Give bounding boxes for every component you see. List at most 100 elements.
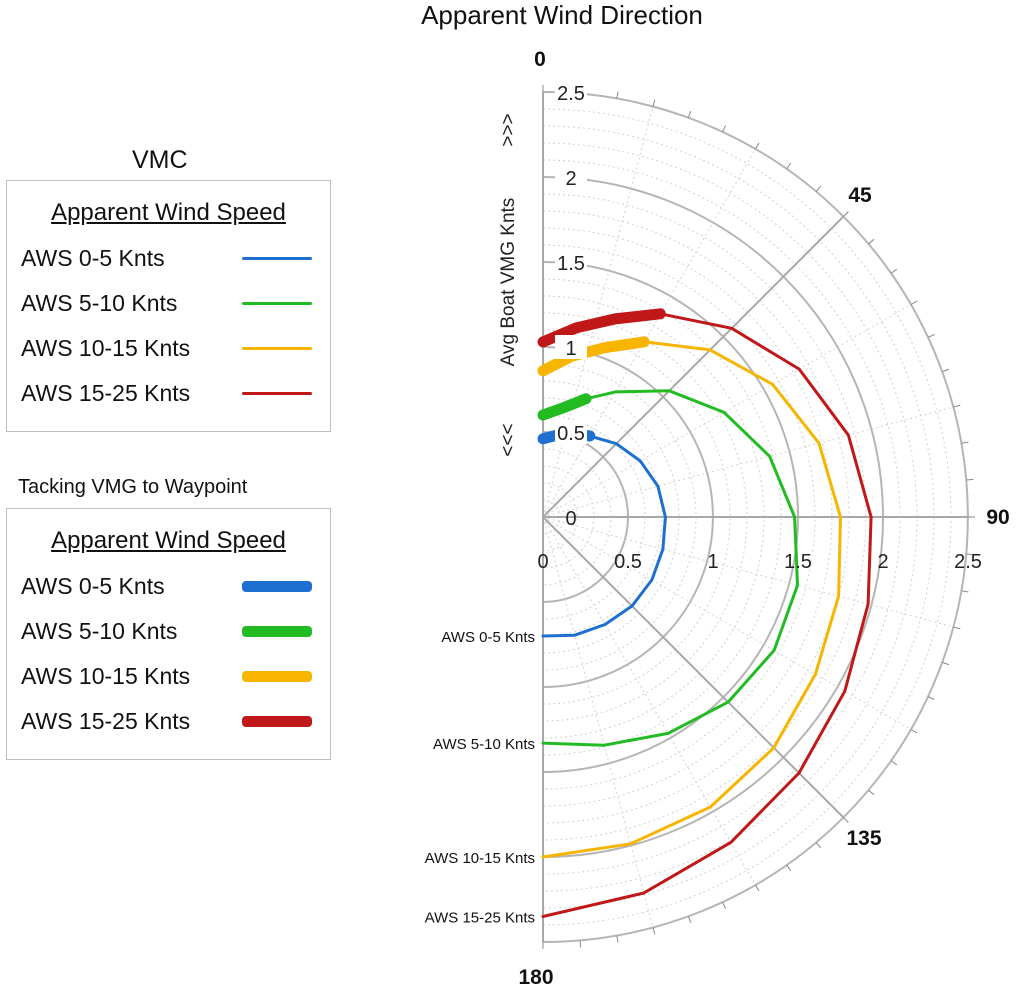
angle-tick-mark <box>616 91 619 99</box>
angle-tick-mark <box>966 478 974 481</box>
legend-item-label: AWS 10-15 Knts <box>21 335 191 361</box>
x-tick-label: 2.5 <box>954 551 982 573</box>
series-layer <box>537 308 873 918</box>
legend-item: AWS 5-10 Knts <box>21 288 316 318</box>
label-layer: Apparent Wind Direction AWS 0-5 KntsAWS … <box>421 0 1010 989</box>
grid-ring-minor <box>542 278 782 756</box>
legend-item: AWS 15-25 Knts <box>21 378 316 408</box>
angle-tick-mark <box>910 300 918 305</box>
tacking-segment-3 <box>537 308 666 348</box>
x-tick-label: 1 <box>707 551 718 573</box>
tacking-legend-caption: Tacking VMG to Waypoint <box>18 476 248 498</box>
radial-tick-bg <box>555 80 587 104</box>
grid-spoke-minor <box>542 516 654 928</box>
legend-item-label: AWS 0-5 Knts <box>21 245 165 271</box>
legend-swatch <box>242 257 312 260</box>
angle-tick-mark <box>687 916 692 924</box>
angle-tick-mark <box>868 789 875 796</box>
curve-label-3: AWS 15-25 Knts <box>425 910 535 927</box>
angle-tick-mark <box>652 927 656 935</box>
legend-swatch <box>242 626 312 637</box>
angle-tick-mark <box>910 729 918 734</box>
radial-tick-bg <box>555 335 587 359</box>
x-tick-label: 1.5 <box>784 551 812 573</box>
x-tick-label: 2 <box>877 551 888 573</box>
angle-label: 135 <box>846 827 881 850</box>
angle-tick-mark <box>961 590 969 593</box>
angle-label: 45 <box>848 184 872 207</box>
curve-label-0: AWS 0-5 Knts <box>441 629 535 646</box>
angle-tick-mark <box>890 268 898 274</box>
legend-item: AWS 5-10 Knts <box>21 616 316 646</box>
curve-label-2: AWS 10-15 Knts <box>425 850 535 867</box>
legend-swatch <box>242 581 312 592</box>
legend-item: AWS 0-5 Knts <box>21 243 316 273</box>
grid-spoke-minor <box>542 516 912 730</box>
angle-tick-mark <box>843 211 849 217</box>
legend-item-label: AWS 10-15 Knts <box>21 663 191 689</box>
grid-spoke-major <box>542 215 845 518</box>
radial-tick-label: 1.5 <box>557 253 585 275</box>
tacking-segment-2 <box>537 336 650 377</box>
radial-tick-label: 2.5 <box>557 83 585 105</box>
chart-title: Apparent Wind Direction <box>421 0 703 30</box>
angle-label: 90 <box>986 506 1009 529</box>
angle-tick-mark <box>722 125 727 133</box>
legend-item: AWS 10-15 Knts <box>21 333 316 363</box>
radial-arrow-down: <<< <box>498 423 519 456</box>
legend-item: AWS 10-15 Knts <box>21 661 316 691</box>
angle-tick-mark <box>722 901 727 909</box>
vmc-legend-caption: VMC <box>132 146 188 174</box>
angle-tick-mark <box>652 99 656 107</box>
legend-item: AWS 0-5 Knts <box>21 571 316 601</box>
radial-axis-title-group: Avg Boat VMG Knts >>> <<< <box>498 113 519 456</box>
angle-tick-mark <box>579 940 582 948</box>
grid-ring-minor <box>542 414 646 620</box>
legend-item-label: AWS 0-5 Knts <box>21 573 165 599</box>
grid-spoke-minor <box>542 516 954 628</box>
angle-tick-mark <box>961 441 969 444</box>
x-tick-label: 0.5 <box>614 551 642 573</box>
radial-tick-bg <box>555 420 587 444</box>
legend-item-label: AWS 5-10 Knts <box>21 290 178 316</box>
angle-tick-mark <box>815 185 822 192</box>
angle-tick-mark <box>927 696 935 701</box>
grid-spoke-minor <box>542 304 912 518</box>
grid-spoke-minor <box>542 106 654 518</box>
radial-arrow-up: >>> <box>498 113 519 146</box>
angle-tick-mark <box>843 817 849 823</box>
radial-tick-bg <box>555 250 587 274</box>
angle-tick-mark <box>942 368 950 373</box>
angle-tick-mark <box>815 842 822 849</box>
grid-ring-minor <box>542 244 816 790</box>
radial-tick-bg <box>555 165 587 189</box>
curve-label-1: AWS 5-10 Knts <box>433 736 535 753</box>
legend-swatch <box>242 392 312 395</box>
legend-swatch <box>242 716 312 727</box>
angle-tick-mark <box>953 626 961 630</box>
grid-spoke-minor <box>542 516 756 886</box>
grid-spoke-major <box>542 516 845 819</box>
legend-swatch <box>242 671 312 682</box>
legend-item-label: AWS 15-25 Knts <box>21 380 191 406</box>
angle-tick-mark <box>890 760 898 766</box>
x-tick-label: 0 <box>537 551 548 573</box>
grid-ring-minor <box>542 142 918 892</box>
radial-axis-title: Avg Boat VMG Knts <box>498 198 519 367</box>
legend-swatch <box>242 302 312 305</box>
grid-ring-minor <box>542 295 765 739</box>
vmc-legend-heading: Apparent Wind Speed <box>51 199 286 226</box>
radial-tick-label: 2 <box>565 168 576 190</box>
angle-label: 0 <box>534 48 546 71</box>
legend-swatch <box>242 347 312 350</box>
angle-tick-mark <box>953 404 961 408</box>
angle-tick-mark <box>616 935 619 943</box>
legend-item-label: AWS 15-25 Knts <box>21 708 191 734</box>
angle-tick-mark <box>755 884 760 892</box>
grid-spoke-minor <box>542 148 756 518</box>
angle-label: 180 <box>518 966 553 989</box>
angle-tick-mark <box>786 864 792 872</box>
